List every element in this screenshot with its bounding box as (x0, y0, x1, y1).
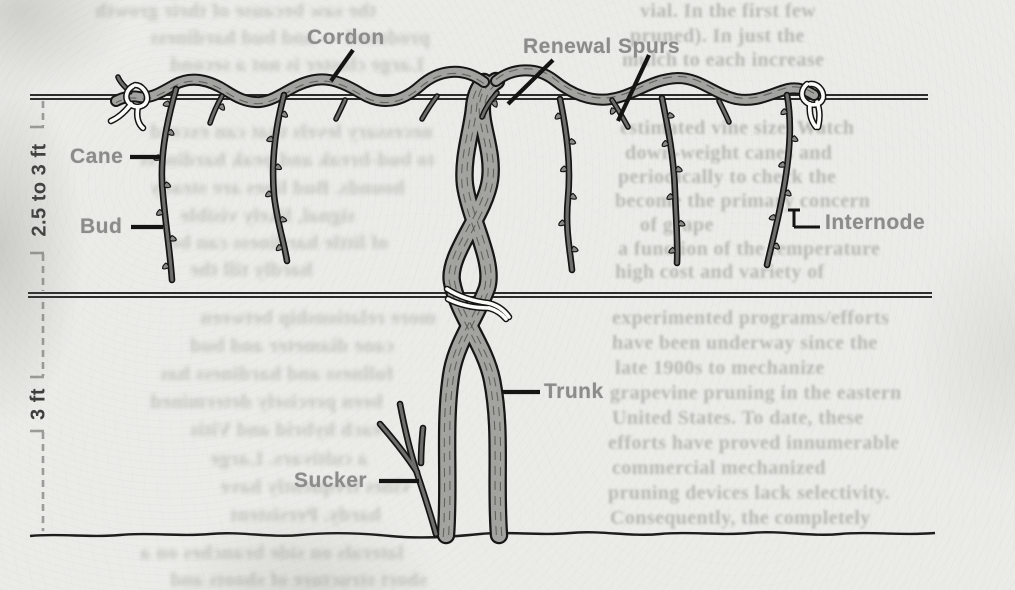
internode-label: Internode (825, 211, 926, 234)
bud-graphic (772, 242, 780, 250)
bud-graphic (554, 112, 562, 120)
bleedthrough-text-line: have been underway since the (612, 332, 878, 354)
bud-graphic (169, 234, 177, 242)
bud-graphic (217, 103, 226, 111)
bud-graphic (162, 100, 171, 107)
bud-graphic (571, 245, 579, 253)
bleedthrough-text-line: down-weight canes and (625, 142, 833, 164)
bud-label: Bud (80, 215, 123, 238)
sucker-label: Sucker (294, 469, 368, 492)
bud-graphic (609, 107, 617, 115)
bud-graphic (266, 135, 274, 143)
bleedthrough-text-line: pruned). In just the (630, 25, 805, 47)
bud-graphic (569, 192, 577, 200)
tie-trunk-graphic (443, 285, 513, 323)
internode-bracket (788, 208, 820, 229)
bud-graphic (279, 215, 288, 223)
bleedthrough-text-line: United States. To date, these (612, 407, 864, 429)
renewal-spur-leader-line-1 (506, 58, 555, 106)
bud-graphic (661, 139, 669, 148)
bud-graphic (274, 163, 283, 171)
bud-graphic (668, 246, 676, 254)
bud-graphic (675, 165, 683, 173)
bud-graphic (791, 135, 799, 143)
bud-graphic (558, 219, 566, 227)
bleedthrough-text-line: grapevine pruning in the eastern (610, 382, 902, 404)
buds-graphic (153, 100, 799, 270)
upper-span-measurement: 2.5 to 3 ft (28, 143, 51, 237)
bud-graphic (778, 161, 786, 168)
trunk-label: Trunk (544, 380, 604, 403)
bud-graphic (677, 219, 686, 227)
bleedthrough-text-line: a function of the temperature (618, 238, 881, 260)
bud-graphic (275, 243, 284, 252)
bud-graphic (780, 108, 788, 116)
bleedthrough-text-line: pruning devices lack selectivity. (608, 482, 891, 504)
cane-label: Cane (70, 145, 124, 168)
bud-graphic (768, 213, 777, 221)
bud-graphic (490, 100, 498, 108)
leader-lines (130, 48, 820, 484)
bleedthrough-text-line: mulch to each increase (622, 49, 825, 71)
bleedthrough-text-line: experimented programs/efforts (612, 307, 890, 329)
lower-span-measurement: 3 ft (27, 388, 50, 420)
bleedthrough-text-line: late 1900s to mechanize (615, 357, 825, 379)
bleedthrough-text-line: vial. In the first few (640, 0, 816, 22)
bleedthrough-text-line: efforts have proved innumerable (608, 432, 900, 454)
cordon-label: Cordon (307, 26, 385, 49)
renewal-spurs-label: Renewal Spurs (523, 35, 681, 58)
tie-right-graphic (798, 80, 827, 131)
bleedthrough-text-line: estimated vine size. Watch (620, 117, 855, 139)
bud-graphic (156, 208, 164, 216)
bud-graphic (568, 137, 577, 145)
cordon-leader-line (329, 48, 355, 83)
bud-graphic (666, 193, 674, 201)
bleedthrough-text-line: Consequently, the completely (610, 507, 871, 529)
bleedthrough-text-line: commercial mechanized (612, 457, 827, 479)
tie-left-graphic (107, 81, 151, 132)
bud-graphic (265, 190, 273, 198)
ground-line (29, 531, 936, 539)
bud-graphic (161, 262, 170, 270)
bud-graphic (667, 111, 675, 119)
bud-graphic (560, 165, 568, 173)
bud-graphic (167, 128, 175, 136)
bud-graphic (280, 110, 289, 118)
height-measure-lines (30, 101, 45, 531)
bud-graphic (163, 181, 172, 189)
bud-graphic (784, 189, 792, 197)
renewal-spur-leader-line-2 (616, 54, 651, 122)
bleedthrough-text-line: high cost and variety of (615, 261, 825, 283)
